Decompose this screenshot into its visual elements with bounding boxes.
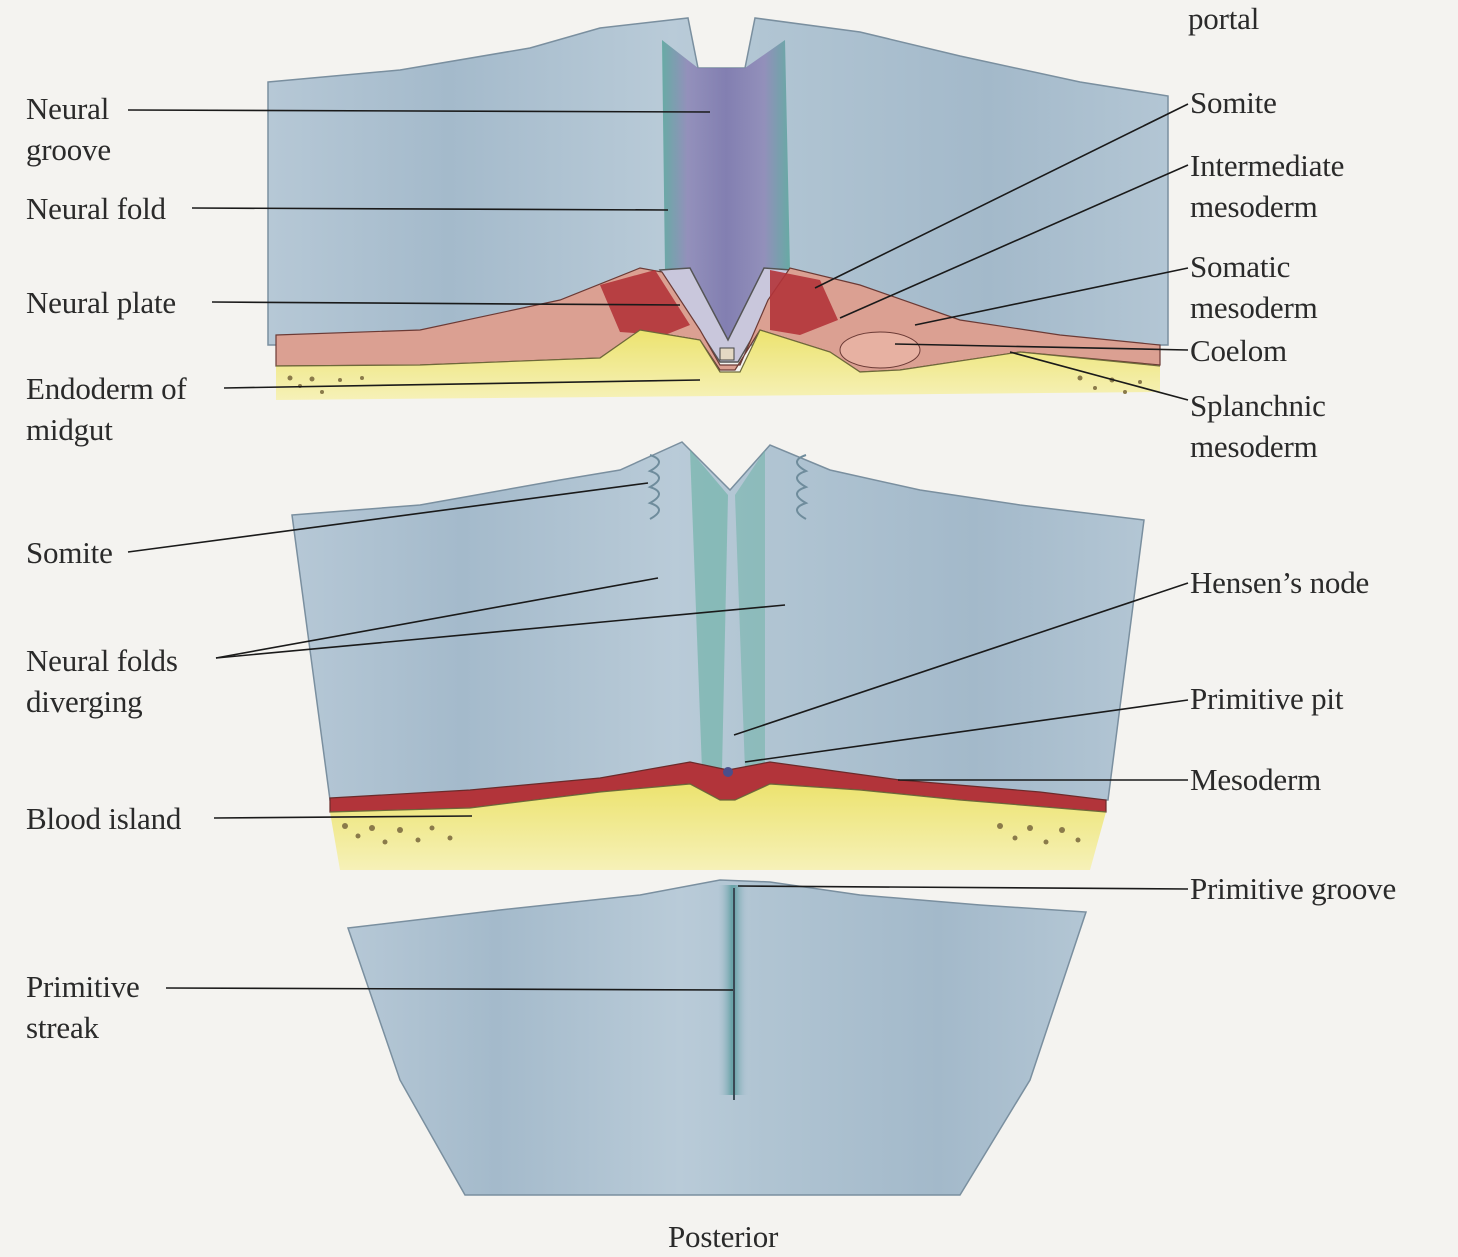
label-blood-island: Blood island (26, 798, 181, 839)
bottom-surface (348, 880, 1086, 1195)
label-primitive-groove: Primitive groove (1190, 868, 1396, 909)
label-coelom: Coelom (1190, 330, 1287, 371)
label-intermediate-mesoderm: Intermediate mesoderm (1190, 145, 1344, 227)
bottom-section (348, 880, 1086, 1195)
label-endoderm-of-midgut: Endoderm of midgut (26, 368, 187, 450)
label-hensens-node: Hensen’s node (1190, 562, 1369, 603)
middle-section (292, 442, 1144, 870)
primitive-pit-mark (723, 767, 733, 777)
label-somatic-mesoderm: Somatic mesoderm (1190, 246, 1318, 328)
label-neural-fold: Neural fold (26, 188, 166, 229)
label-somite-mid: Somite (26, 532, 113, 573)
label-posterior: Posterior (668, 1216, 778, 1257)
label-primitive-pit: Primitive pit (1190, 678, 1343, 719)
label-splanchnic-mesoderm: Splanchnic mesoderm (1190, 385, 1326, 467)
coelom-cavity (840, 332, 920, 368)
label-neural-plate: Neural plate (26, 282, 176, 323)
label-neural-folds-diverging: Neural folds diverging (26, 640, 178, 722)
label-somite-top: Somite (1190, 82, 1277, 123)
label-primitive-streak: Primitive streak (26, 966, 140, 1048)
label-portal: portal (1188, 0, 1259, 39)
label-neural-groove: Neural groove (26, 88, 111, 170)
notochord (720, 348, 734, 360)
label-mesoderm: Mesoderm (1190, 759, 1321, 800)
